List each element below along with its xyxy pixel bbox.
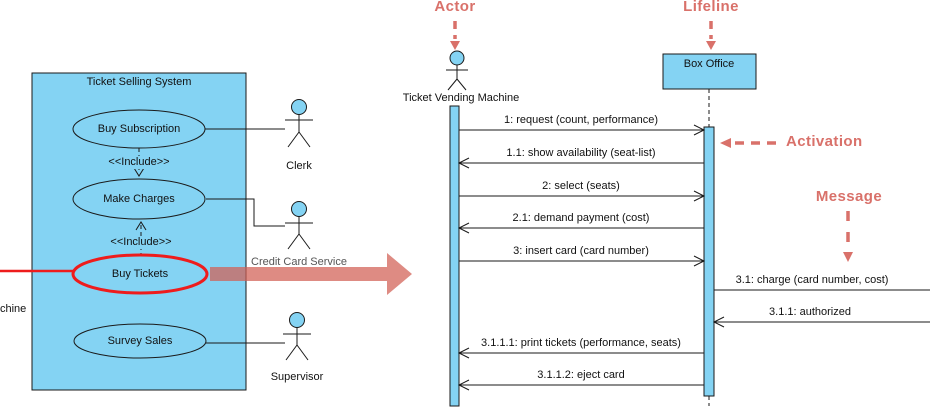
actor-callout-label: Actor [434,0,476,15]
actor-label-credit-card-service: Credit Card Service [251,256,347,268]
message-label-1-1: 1.1: show availability (seat-list) [506,147,656,159]
message-1-request[interactable] [459,124,706,136]
message-3-1-1-1-print-tickets[interactable] [457,347,704,359]
message-3-insert-card[interactable] [459,255,706,267]
actor-label-supervisor: Supervisor [270,371,324,383]
supervisor-actor-figure[interactable] [283,312,311,361]
message-label-2-1: 2.1: demand payment (cost) [512,212,650,224]
box-office-activation-bar[interactable] [703,126,715,397]
activation-callout-arrow-icon [720,138,776,148]
message-label-3-1-1: 3.1.1: authorized [769,306,851,318]
clerk-actor-figure[interactable] [285,99,313,148]
use-case-label-make-charges: Make Charges [103,193,175,205]
message-label-3: 3: insert card (card number) [513,245,649,257]
tvm-actor-label: Ticket Vending Machine [402,92,520,104]
use-case-survey-sales[interactable] [73,323,207,359]
message-2-select[interactable] [459,190,706,202]
credit-card-service-actor-figure[interactable] [285,201,313,250]
actor-callout-arrow-icon [450,21,460,50]
message-label-3-1: 3.1: charge (card number, cost) [735,274,889,286]
message-label-1: 1: request (count, performance) [503,114,659,126]
message-label-2: 2: select (seats) [542,180,620,192]
tvm-actor-figure[interactable] [446,50,468,91]
use-case-buy-subscription[interactable] [72,109,206,149]
message-2-1-demand-payment[interactable] [457,222,704,234]
system-boundary-title: Ticket Selling System [86,76,192,88]
message-3-1-1-authorized[interactable] [712,316,930,328]
message-label-3-1-1-2: 3.1.1.2: eject card [537,369,625,381]
message-1-1-show-availability[interactable] [457,157,704,169]
message-callout-label: Message [815,188,883,205]
association-makecharges-creditcardservice[interactable] [206,198,285,227]
include-stereotype-bottom: <<Include>> [108,236,174,249]
clipped-offscreen-actor-label: chine [0,303,27,315]
use-case-make-charges[interactable] [72,178,206,220]
box-office-label: Box Office [683,58,735,70]
use-case-label-buy-tickets: Buy Tickets [111,268,169,280]
tvm-activation-bar[interactable] [449,105,460,407]
use-case-label-survey-sales: Survey Sales [107,335,173,347]
use-case-label-buy-subscription: Buy Subscription [97,123,181,135]
message-label-3-1-1-1: 3.1.1.1: print tickets (performance, sea… [481,337,681,349]
actor-label-clerk: Clerk [286,160,312,172]
use-case-buy-tickets-highlighted[interactable] [71,253,209,295]
include-stereotype-top: <<Include>> [106,156,172,169]
message-3-1-1-2-eject-card[interactable] [457,379,704,391]
box-office-lifeline-head[interactable] [662,53,757,90]
activation-callout-label: Activation [786,133,863,150]
lifeline-callout-arrow-icon [706,21,716,50]
lifeline-callout-label: Lifeline [683,0,739,15]
message-callout-arrow-icon [843,211,853,262]
